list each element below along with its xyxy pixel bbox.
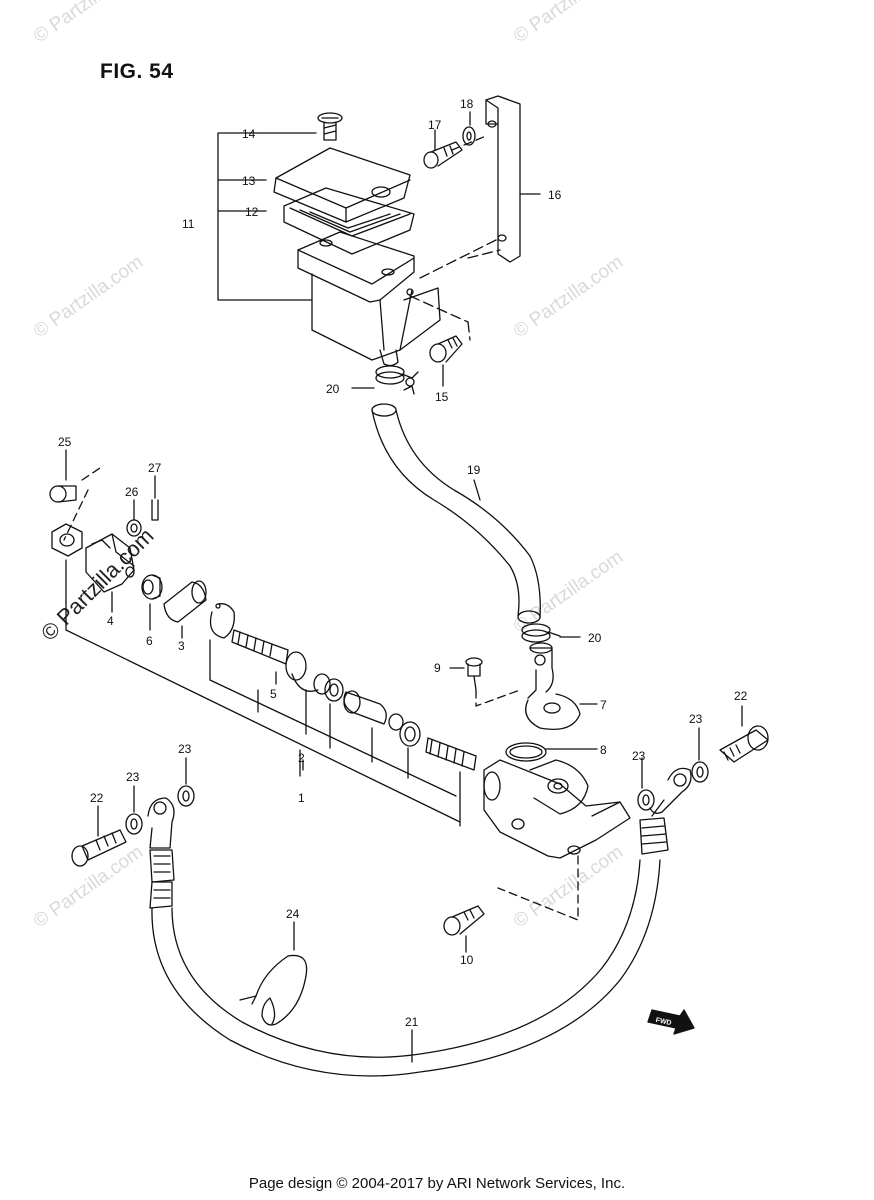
callout-15: 15 [435,390,449,404]
leader-2 [209,639,457,797]
diaphragm-12 [283,187,415,255]
washer-26 [126,519,142,537]
snap-ring-a [209,603,235,639]
callout-labels: 14 13 12 11 18 17 16 20 15 25 27 19 26 4… [58,97,748,1029]
callout-14: 14 [242,127,256,141]
leader-1 [65,559,461,827]
banjo-fitting-left [147,797,175,849]
reservoir-hose-19 [371,403,541,624]
fwd-arrow-badge [647,1009,695,1035]
callout-26: 26 [125,485,139,499]
callout-23-right-a: 23 [689,712,703,726]
nut-6 [141,574,163,600]
callout-24: 24 [286,907,300,921]
callout-20-lower: 20 [588,631,602,645]
washer-23-right-a [691,761,709,783]
banjo-bolt-22-right [719,725,769,763]
figure-title: FIG. 54 [100,60,174,83]
leader-19 [473,479,481,501]
bracket-16 [485,95,521,263]
callout-5: 5 [270,687,277,701]
clutch-hose-21 [149,799,669,1077]
bolt-10 [443,905,485,936]
callout-10: 10 [460,953,474,967]
reservoir-dashes [409,237,501,341]
nut-4a [51,523,83,557]
banjo-bolt-22-left [71,829,127,867]
hose-clamp-20-top [375,365,419,395]
o-ring-8 [505,742,547,762]
callout-21: 21 [405,1015,419,1029]
hose-connector-7 [525,642,581,731]
reservoir-body-11 [297,231,441,367]
fwd-label: FWD [655,1017,672,1027]
page-footer: Page design © 2004-2017 by ARI Network S… [248,1175,626,1192]
callout-17: 17 [428,118,442,132]
callout-25: 25 [58,435,72,449]
piston-cup [399,721,421,747]
bolt-10-dash [497,855,579,921]
bolt-17 [423,141,463,169]
callout-2: 2 [298,751,305,765]
clevis-4 [85,533,135,593]
bracket-11 [217,132,313,301]
washer-23-left-a [125,813,143,835]
boot-3 [163,580,207,623]
callout-20-top: 20 [326,382,340,396]
bolt-15 [429,335,463,363]
reservoir-cap-13 [273,147,411,223]
screw-14 [317,112,343,141]
push-rod-5 [231,629,331,695]
piston-washer [324,678,344,702]
callout-18: 18 [460,97,474,111]
callout-6: 6 [146,634,153,648]
callout-27: 27 [148,461,162,475]
master-cylinder-body [483,759,631,859]
callout-22-left: 22 [90,791,104,805]
callout-3: 3 [178,639,185,653]
callout-11: 11 [182,217,195,231]
callout-1: 1 [298,791,305,805]
bolt-25 [49,485,77,503]
callout-7: 7 [600,698,607,712]
callout-23-right-b: 23 [632,749,646,763]
washer-23-left-b [177,785,195,807]
callout-16: 16 [548,188,562,202]
washer-23-right-b [637,789,655,811]
hose-clip-24 [239,954,308,1026]
hose-clamp-20-lower [521,623,561,643]
callout-13: 13 [242,174,256,188]
callout-23-left-a: 23 [126,770,140,784]
cotter-pin-27 [151,499,159,521]
callout-23-left-b: 23 [178,742,192,756]
callout-12: 12 [245,205,259,219]
banjo-fitting-right [649,767,692,814]
callout-9: 9 [434,661,441,675]
bolt-9 [465,657,483,691]
callout-8: 8 [600,743,607,757]
callout-22-right: 22 [734,689,748,703]
callout-4: 4 [107,614,114,628]
piston [343,690,404,731]
washer-18 [462,126,476,146]
return-spring [425,737,477,771]
callout-19: 19 [467,463,481,477]
